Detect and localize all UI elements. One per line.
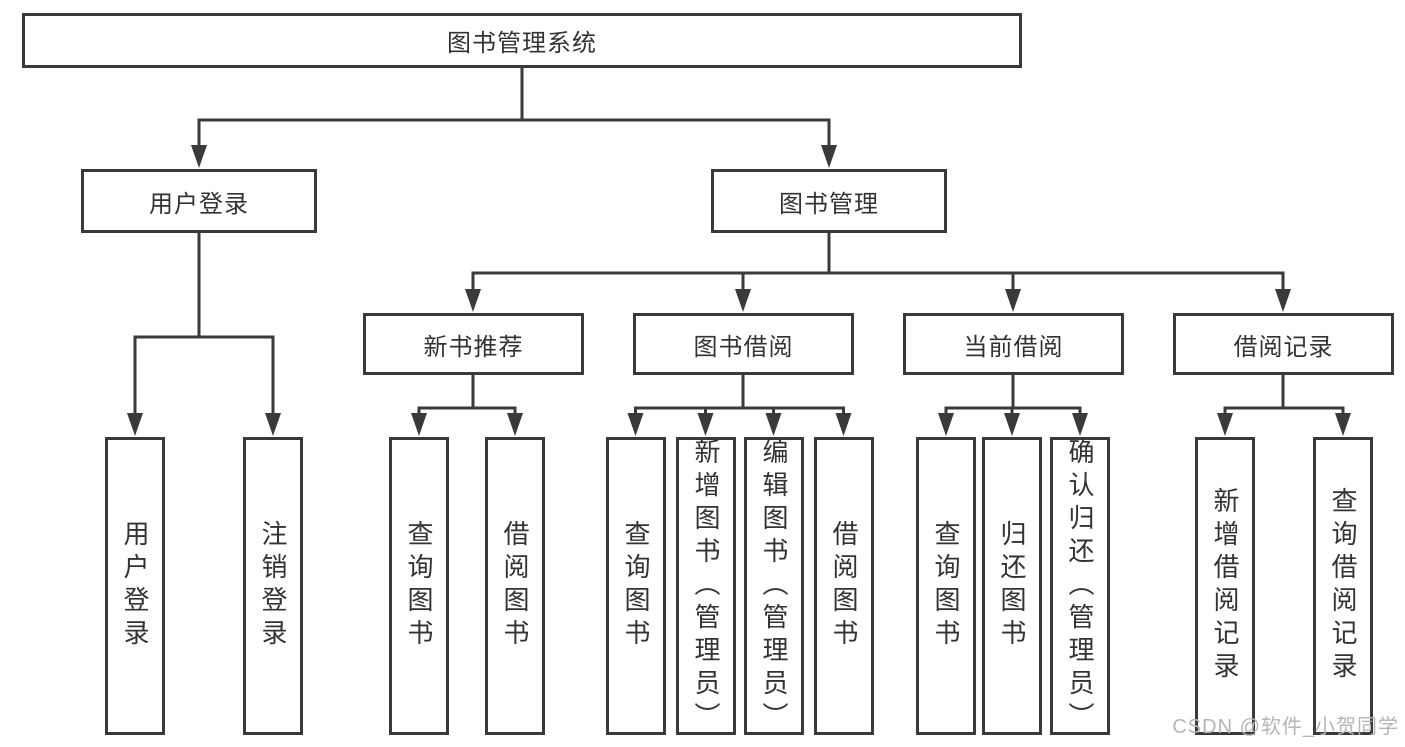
leaf-newrec-borrow-books: 借阅图书 xyxy=(485,437,545,735)
connector-book-management-to-level3 xyxy=(465,233,1291,312)
leaf-add-borrow-record: 新增借阅记录 xyxy=(1195,437,1255,735)
leaf-confirm-return-admin: 确认归还（管理员） xyxy=(1050,437,1110,735)
node-book-borrowing: 图书借阅 xyxy=(633,313,854,375)
node-current-borrowing: 当前借阅 xyxy=(903,313,1124,375)
leaf-label: 查询借阅记录 xyxy=(1328,487,1358,685)
leaf-label: 新增借阅记录 xyxy=(1210,487,1240,685)
node-label: 借阅记录 xyxy=(1233,333,1334,361)
connector-borrowing-records-to-leaves xyxy=(1217,375,1351,436)
connector-user-login-to-leaves xyxy=(127,233,281,436)
node-library-management-system: 图书管理系统 xyxy=(22,13,1022,68)
leaf-label: 借阅图书 xyxy=(500,520,530,652)
node-user-login: 用户登录 xyxy=(81,169,317,233)
node-new-book-recommendation: 新书推荐 xyxy=(363,313,584,375)
leaf-return-books: 归还图书 xyxy=(982,437,1042,735)
leaf-label: 编辑图书（管理员） xyxy=(759,437,789,735)
node-book-management: 图书管理 xyxy=(711,169,947,233)
node-label: 用户登录 xyxy=(149,190,249,218)
leaf-label: 用户登录 xyxy=(120,520,150,652)
leaf-label: 注销登录 xyxy=(258,520,288,652)
connector-current-borrowing-to-leaves xyxy=(938,375,1088,436)
csdn-watermark: CSDN @软件_小贺同学 xyxy=(1172,716,1399,738)
leaf-user-login: 用户登录 xyxy=(105,437,165,735)
node-label: 新书推荐 xyxy=(423,333,524,361)
connector-book-borrowing-to-leaves xyxy=(627,375,852,436)
leaf-newrec-query-books: 查询图书 xyxy=(389,437,449,735)
connector-root-to-level2 xyxy=(191,68,837,168)
leaf-query-borrow-record: 查询借阅记录 xyxy=(1313,437,1373,735)
connector-new-book-recommendation-to-leaves xyxy=(411,375,523,436)
leaf-borrowing-query-books: 查询图书 xyxy=(606,437,666,735)
leaf-add-books-admin: 新增图书（管理员） xyxy=(676,437,736,735)
leaf-label: 查询图书 xyxy=(931,520,961,652)
node-label: 图书借阅 xyxy=(693,333,794,361)
leaf-label: 新增图书（管理员） xyxy=(691,437,721,735)
leaf-current-query-books: 查询图书 xyxy=(916,437,976,735)
leaf-borrowing-borrow-books: 借阅图书 xyxy=(814,437,874,735)
node-borrowing-records: 借阅记录 xyxy=(1173,313,1394,375)
leaf-label: 确认归还（管理员） xyxy=(1065,437,1095,735)
node-label: 当前借阅 xyxy=(963,333,1064,361)
leaf-label: 查询图书 xyxy=(404,520,434,652)
leaf-label: 查询图书 xyxy=(621,520,651,652)
leaf-edit-books-admin: 编辑图书（管理员） xyxy=(744,437,804,735)
leaf-logout: 注销登录 xyxy=(243,437,303,735)
node-label: 图书管理 xyxy=(779,190,879,218)
node-label: 图书管理系统 xyxy=(447,30,597,57)
leaf-label: 借阅图书 xyxy=(829,520,859,652)
leaf-label: 归还图书 xyxy=(997,520,1027,652)
